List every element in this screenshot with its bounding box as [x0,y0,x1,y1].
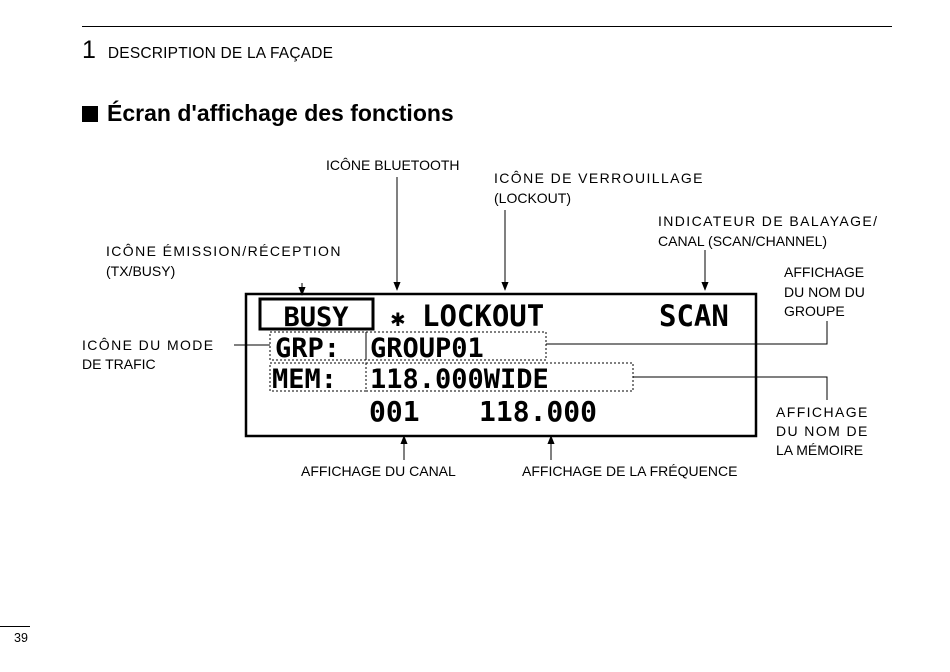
label-memory-line3: LA MÉMOIRE [776,442,864,458]
memory-name: 118.000WIDE [370,364,549,395]
square-bullet-icon [82,105,98,122]
grp-label: GRP: [275,333,340,364]
header-rule [82,26,892,27]
busy-box [258,297,375,331]
label-scan-line1: INDICATEUR DE BALAYAGE/ [658,213,879,229]
label-channel: AFFICHAGE DU CANAL [301,463,456,479]
label-txrx-line1: ICÔNE ÉMISSION/RÉCEPTION [106,243,342,259]
label-group-line1: AFFICHAGE [784,264,865,280]
section-heading: Écran d'affichage des fonctions [82,100,454,127]
label-traffic-line2: DE TRAFIC [82,356,156,372]
section-title: Écran d'affichage des fonctions [107,100,454,126]
bluetooth-icon: ✱ [391,304,405,332]
chapter-number: 1 [82,36,96,64]
label-group-line2: DU NOM DU [784,284,865,300]
lcd-frame [244,292,758,438]
label-traffic-line1: ICÔNE DU MODE [82,337,215,353]
scan-text: SCAN [659,299,729,333]
label-lockout-line2: (LOCKOUT) [494,190,571,206]
label-scan-line2: CANAL (SCAN/CHANNEL) [658,233,828,249]
lockout-text: LOCKOUT [422,299,544,333]
busy-icon: BUSY [283,302,349,333]
label-memory-line1: AFFICHAGE [776,404,869,420]
label-memory-line2: DU NOM DE [776,423,869,439]
group-name: GROUP01 [370,333,484,364]
mem-label: MEM: [272,364,337,395]
page-number: 39 [14,631,28,645]
channel-number: 001 [369,395,420,428]
chapter-header: 1 DESCRIPTION DE LA FAÇADE [82,36,333,64]
label-bluetooth: ICÔNE BLUETOOTH [326,157,460,173]
frequency-value: 118.000 [479,395,597,428]
label-group-line3: GROUPE [784,303,845,319]
label-lockout-line1: ICÔNE DE VERROUILLAGE [494,170,704,186]
label-txrx-line2: (TX/BUSY) [106,263,176,279]
label-frequency: AFFICHAGE DE LA FRÉQUENCE [522,463,738,479]
chapter-title: DESCRIPTION DE LA FAÇADE [107,45,334,62]
page-number-rule [0,626,30,627]
